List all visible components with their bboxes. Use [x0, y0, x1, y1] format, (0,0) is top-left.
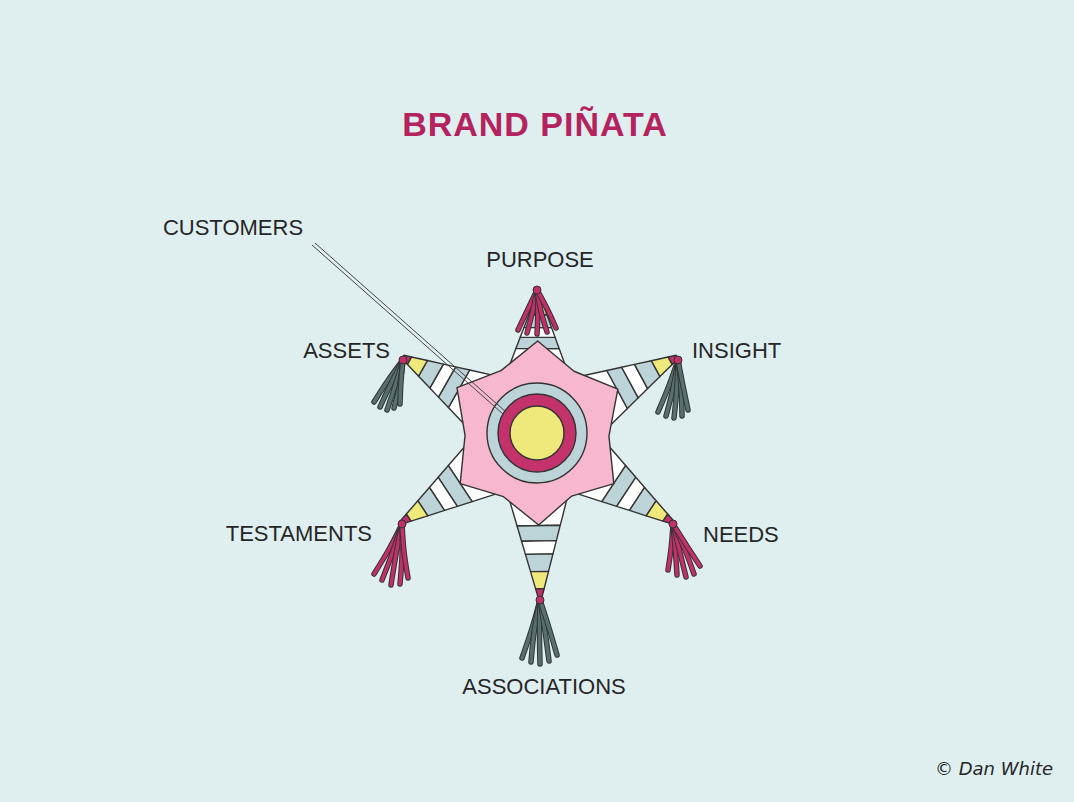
tassel-strand-outline — [394, 360, 403, 408]
tassel-strand-outline — [387, 360, 403, 410]
tassel-knot — [536, 596, 544, 604]
pinata-body — [457, 341, 618, 525]
center-ring — [487, 383, 587, 483]
center-ring — [510, 406, 564, 460]
part-label: ASSOCIATIONS — [462, 674, 625, 700]
tassel-strand-outline — [537, 290, 556, 328]
tassel-strand — [673, 524, 700, 566]
arm-stripe — [531, 571, 549, 589]
arm-stripe — [525, 554, 553, 572]
tassel-strand-outline — [678, 360, 688, 410]
tassel-strand-outline — [673, 524, 700, 566]
tassel-strand-outline — [402, 524, 408, 578]
tassel-strand-outline — [400, 360, 403, 404]
tassel-knot — [674, 356, 682, 364]
arm-stripe — [517, 525, 560, 541]
tassel — [658, 356, 688, 418]
part-label: TESTAMENTS — [226, 521, 372, 547]
tassel-knot — [398, 520, 406, 528]
tassel — [668, 520, 700, 577]
tassel-strand — [394, 360, 403, 408]
leader-line — [315, 243, 506, 412]
tassel — [374, 520, 408, 585]
tassel — [522, 596, 557, 664]
tassel-knot — [669, 520, 677, 528]
part-label: INSIGHT — [692, 338, 781, 364]
tassel-strand — [537, 290, 556, 328]
center-ring — [498, 394, 576, 472]
part-label: NEEDS — [703, 522, 779, 548]
tassel-strand — [540, 600, 557, 655]
leader-line — [312, 245, 503, 414]
tassel-strand — [678, 360, 688, 410]
arm-stripe — [522, 541, 557, 555]
tassel-strand-outline — [540, 600, 557, 655]
tassel — [374, 356, 407, 410]
tassel-strand — [400, 360, 403, 404]
title: BRAND PIÑATA — [402, 105, 668, 144]
tassel-strand — [387, 360, 403, 410]
copyright-note: © Dan White — [935, 758, 1053, 779]
tassel-knot — [533, 286, 541, 294]
tassel-knot — [399, 356, 407, 364]
part-label: ASSETS — [303, 338, 390, 364]
part-label: PURPOSE — [486, 247, 594, 273]
tassel-strand — [402, 524, 408, 578]
part-label: CUSTOMERS — [163, 215, 303, 241]
tassel — [518, 286, 556, 334]
